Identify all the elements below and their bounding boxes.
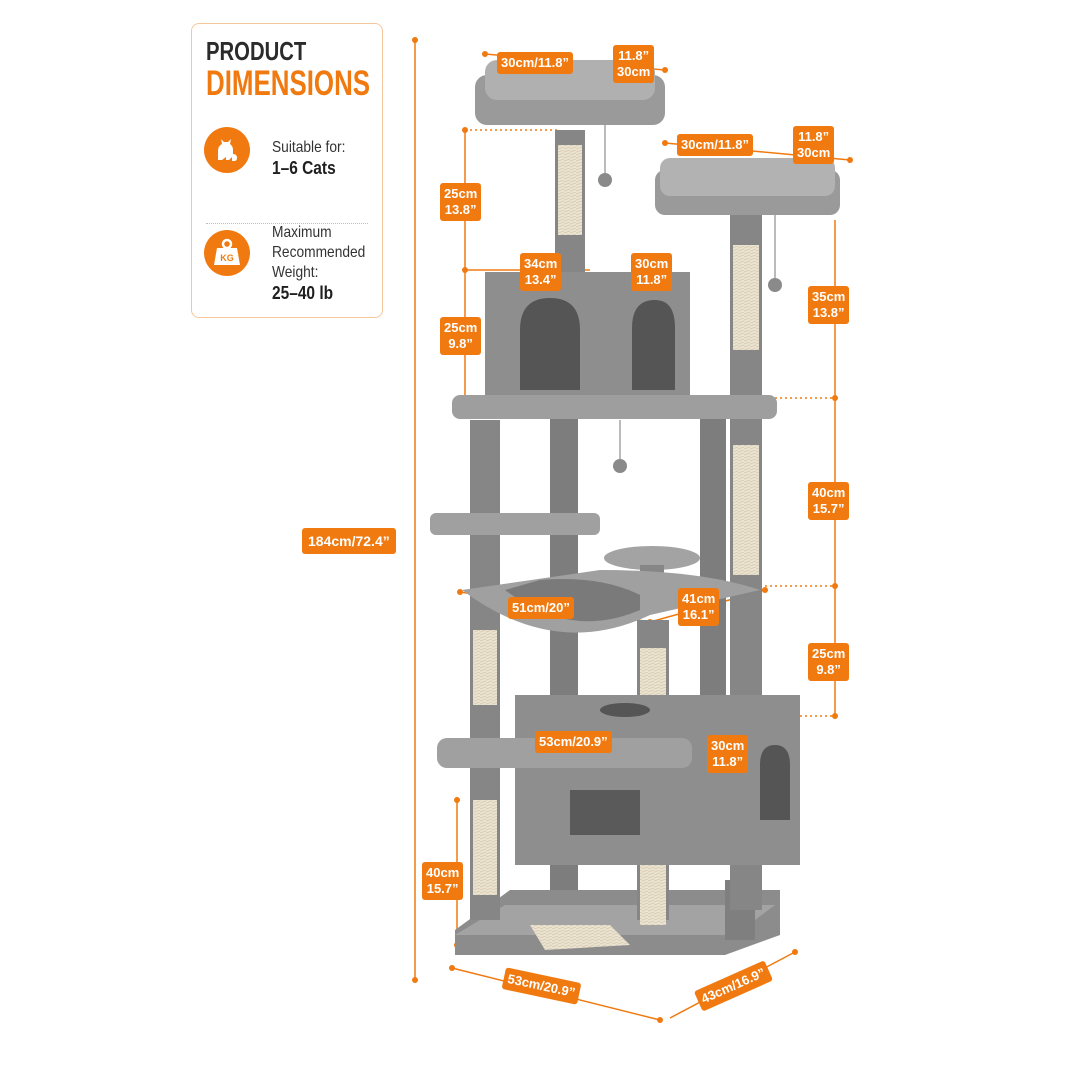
dim-top-perch-depth: 11.8” 30cm <box>613 45 655 83</box>
dim-condo-height: 25cm 9.8” <box>440 317 482 355</box>
card-title-line2: DIMENSIONS <box>206 64 371 103</box>
info-card: PRODUCT DIMENSIONS Suitable for: 1–6 Cat… <box>191 23 383 318</box>
dim-mid-section: 40cm 15.7” <box>808 482 850 520</box>
cats-value: 1–6 Cats <box>272 158 336 178</box>
dim-condo-width: 34cm 13.4” <box>520 253 562 291</box>
weight-label-line3: Weight: <box>272 264 319 281</box>
dim-top-post: 25cm 13.8” <box>440 183 482 221</box>
cats-label: Suitable for: <box>272 139 346 156</box>
dim-side-perch-depth: 11.8” 30cm <box>793 126 835 164</box>
weight-icon: KG <box>204 230 250 276</box>
cat-icon <box>204 127 250 173</box>
dim-top-perch-width: 30cm/11.8” <box>497 52 573 74</box>
dim-hammock-width: 51cm/20” <box>508 597 574 619</box>
dim-condo-depth: 30cm 11.8” <box>631 253 673 291</box>
dim-total-height: 184cm/72.4” <box>302 528 396 554</box>
weight-label-line1: Maximum <box>272 224 332 241</box>
dim-lower-section: 25cm 9.8” <box>808 643 850 681</box>
weight-value: 25–40 lb <box>272 283 334 303</box>
card-title-line1: PRODUCT <box>206 36 307 66</box>
weight-label-line2: Recommended <box>272 244 366 261</box>
dim-hammock-depth: 41cm 16.1” <box>678 588 720 626</box>
dim-lower-condo-depth: 30cm 11.8” <box>707 735 749 773</box>
dim-side-perch-width: 30cm/11.8” <box>677 134 753 156</box>
cat-tree <box>430 60 840 955</box>
dim-lower-platform-width: 53cm/20.9” <box>535 731 612 753</box>
dim-side-post: 35cm 13.8” <box>808 286 850 324</box>
card-divider <box>206 223 368 224</box>
weight-icon-text: KG <box>220 253 234 263</box>
dim-bottom-post: 40cm 15.7” <box>422 862 464 900</box>
